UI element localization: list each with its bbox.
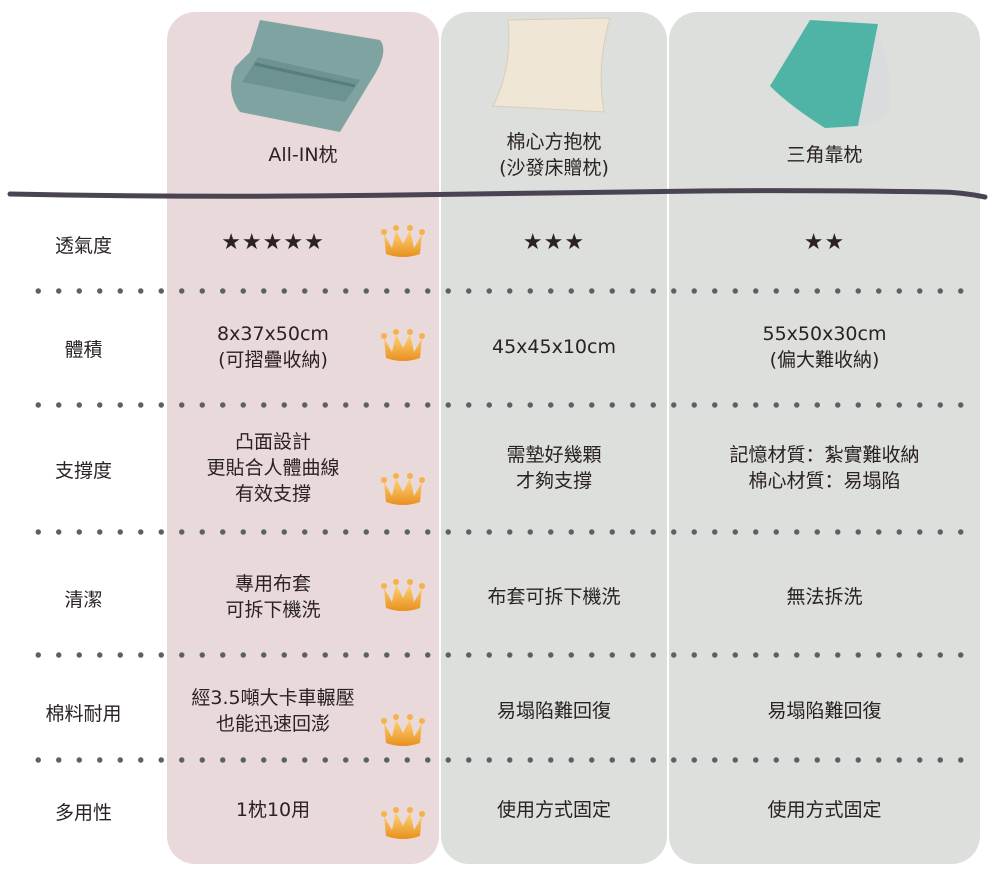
cell-line: 使用方式固定 <box>496 799 611 821</box>
star-rating: ★★★★★ <box>221 230 325 255</box>
column-wedge <box>669 12 980 864</box>
dotted-divider <box>28 529 968 535</box>
cell-value: 1枕10用 <box>167 797 379 823</box>
product-name: 棉心方抱枕 <box>506 131 602 153</box>
dotted-divider <box>28 402 968 408</box>
cell-value: 55x50x30cm (偏大難收納) <box>669 321 980 373</box>
star-rating: ★★ <box>803 230 846 255</box>
cell-line: 記憶材質：紮實難收納 <box>729 444 920 466</box>
column-square-cushion <box>441 12 667 864</box>
cell-line: 也能迅速回澎 <box>215 713 330 735</box>
row-label: 多用性 <box>54 802 112 824</box>
row-label: 透氣度 <box>54 235 112 257</box>
product-name-square-cushion: 棉心方抱枕 (沙發床贈枕) <box>441 129 667 181</box>
product-subtitle: (沙發床贈枕) <box>499 157 609 179</box>
row-label: 體積 <box>64 339 103 361</box>
cell-line: 45x45x10cm <box>492 336 616 358</box>
cell-line: 有效支撐 <box>234 483 311 505</box>
cell-value: 需墊好幾顆才夠支撐 <box>441 442 667 494</box>
crown-icon <box>380 468 426 508</box>
crown-icon <box>380 709 426 749</box>
cell-value: 無法拆洗 <box>669 584 980 610</box>
cell-line: 才夠支撐 <box>515 470 592 492</box>
row-label: 清潔 <box>64 589 103 611</box>
cell-value: 易塌陷難回復 <box>669 698 980 724</box>
star-rating: ★★★ <box>522 230 586 255</box>
cell-line: 更貼合人體曲線 <box>206 457 340 479</box>
cell-value: 使用方式固定 <box>669 797 980 823</box>
dotted-divider <box>28 288 968 294</box>
cell-line: 布套可拆下機洗 <box>487 586 621 608</box>
cell-line: (可摺疊收納) <box>218 349 328 371</box>
cell-line: 經3.5噸大卡車輾壓 <box>191 687 355 709</box>
wedge-pillow-image <box>770 20 890 128</box>
crown-icon <box>380 324 426 364</box>
square-cushion-image <box>492 17 611 113</box>
cell-line: 1枕10用 <box>235 799 311 821</box>
dotted-divider <box>28 652 968 658</box>
cell-line: 需墊好幾顆 <box>506 444 602 466</box>
cell-line: 8x37x50cm <box>217 323 329 345</box>
cell-line: 專用布套 <box>234 573 311 595</box>
row-label: 支撐度 <box>54 460 112 482</box>
cell-line: 無法拆洗 <box>786 586 863 608</box>
cell-line: 55x50x30cm <box>762 323 887 345</box>
cell-line: 易塌陷難回復 <box>767 700 882 722</box>
row-label: 棉料耐用 <box>45 703 122 725</box>
memory-foam-pillow-image <box>231 20 384 132</box>
dotted-divider <box>28 757 968 763</box>
cell-line: 凸面設計 <box>234 431 311 453</box>
column-all-in <box>167 12 439 864</box>
cell-value: 布套可拆下機洗 <box>441 584 667 610</box>
crown-icon <box>380 220 426 260</box>
cell-value: 經3.5噸大卡車輾壓也能迅速回澎 <box>167 685 379 737</box>
cell-line: (偏大難收納) <box>769 349 880 371</box>
cell-line: 易塌陷難回復 <box>496 700 611 722</box>
cell-line: 棉心材質：易塌陷 <box>748 470 901 492</box>
cell-line: 使用方式固定 <box>767 799 882 821</box>
cell-value: 使用方式固定 <box>441 797 667 823</box>
cell-value: 記憶材質：紮實難收納棉心材質：易塌陷 <box>669 442 980 494</box>
crown-icon <box>380 802 426 842</box>
crown-icon <box>380 574 426 614</box>
cell-value: 45x45x10cm <box>441 334 667 360</box>
product-name-all-in: All-IN枕 <box>268 144 338 166</box>
cell-value: 專用布套可拆下機洗 <box>167 571 379 623</box>
cell-value: 8x37x50cm (可摺疊收納) <box>167 321 379 373</box>
header-divider <box>7 188 988 200</box>
cell-line: 可拆下機洗 <box>225 599 321 621</box>
cell-value: 凸面設計更貼合人體曲線有效支撐 <box>167 429 379 507</box>
cell-value: 易塌陷難回復 <box>441 698 667 724</box>
product-name-wedge: 三角靠枕 <box>786 144 863 166</box>
